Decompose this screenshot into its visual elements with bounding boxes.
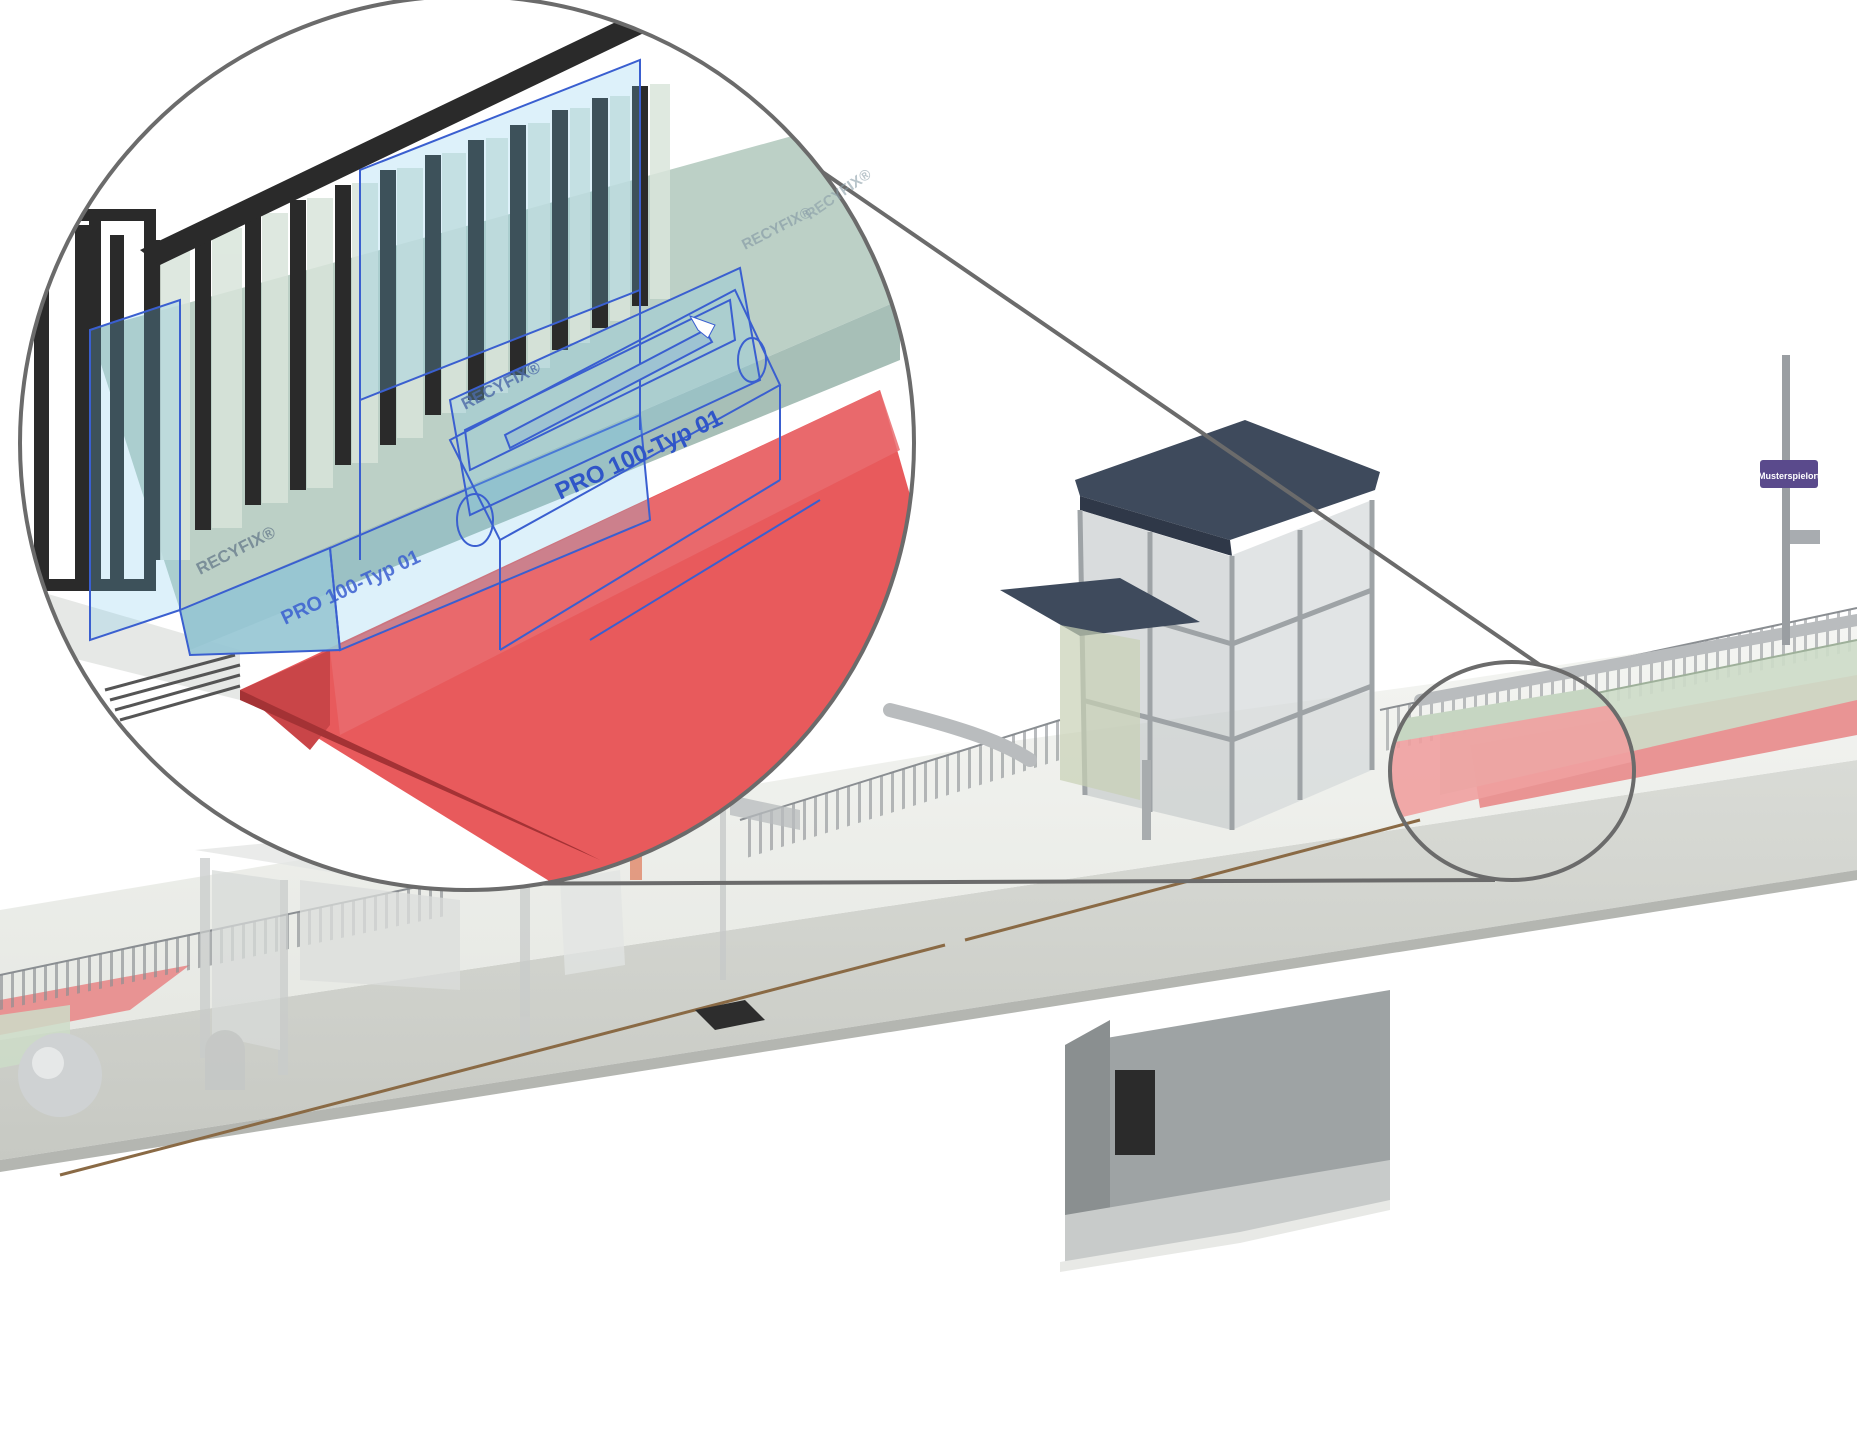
tactile-guide-line [59,943,946,1177]
station-sign-pole: Musterspielort [1758,355,1820,645]
magnifier-connector-bottom [419,878,1496,886]
pier-opening [1115,1070,1155,1155]
bridge-deck-edge [0,760,1857,1160]
magnifier-connector-top [723,103,1542,667]
station-sign-text: Musterspielort [1758,471,1820,481]
drain-grate [695,1000,765,1030]
detail-source-marker [1388,660,1636,882]
bridge-pier [1060,990,1390,1272]
info-column [560,795,800,980]
elevator-tower [1000,420,1380,840]
back-fence-mid [740,720,1060,860]
magnified-detail: PRO 100-Typ 01 PRO 100-Typ 01 RECYFIX® R… [18,0,916,892]
spherical-bollard [18,1033,102,1117]
